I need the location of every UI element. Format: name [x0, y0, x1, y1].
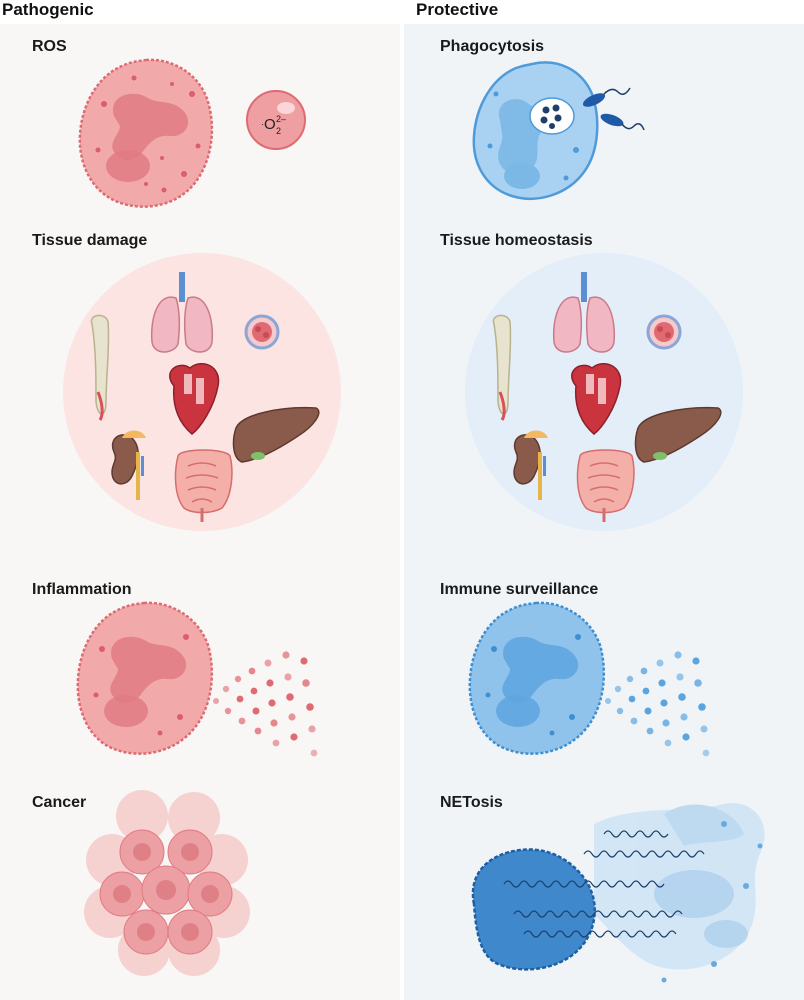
superoxide-icon: · O 2– 2 — [246, 90, 306, 150]
superoxide-dot: · — [261, 119, 264, 129]
bone-icon — [492, 314, 512, 421]
neutrophil-icon — [471, 848, 596, 971]
intestine-icon — [174, 449, 233, 522]
phagocytosis-label: Phagocytosis — [440, 38, 545, 55]
superoxide-main: O — [264, 116, 276, 133]
organ-circle-protective — [465, 253, 743, 531]
tissue-damage-label: Tissue damage — [32, 232, 148, 249]
neutrophil-icon — [78, 58, 214, 208]
heart-icon — [169, 363, 220, 435]
liver-icon — [232, 406, 320, 463]
net-strands-icon — [471, 803, 765, 983]
bone-icon — [90, 314, 110, 421]
inflammation-illustration — [76, 601, 318, 757]
inflammation-label: Inflammation — [32, 581, 132, 598]
protective-panel: Phagocytosis Tissue homeostasis Immune s… — [404, 24, 804, 1000]
tumor-cells-icon — [84, 790, 250, 976]
phagocytosis-illustration — [472, 61, 645, 200]
lung-icon — [150, 272, 214, 353]
immune-surveillance-illustration — [468, 601, 710, 757]
cytokine-dots — [605, 651, 710, 757]
immune-surveillance-label: Immune surveillance — [440, 581, 599, 598]
heart-icon — [571, 363, 622, 435]
pathogenic-panel: ROS Tissue damage Inflammation Cancer · … — [0, 24, 400, 1000]
netosis-label: NETosis — [440, 794, 503, 811]
protective-header: Protective — [416, 0, 499, 19]
lung-icon — [552, 272, 616, 353]
organ-circle-pathogenic — [63, 253, 341, 531]
liver-icon — [634, 406, 722, 463]
cytokine-dots — [213, 651, 318, 757]
ros-label: ROS — [32, 38, 67, 55]
blood-vessel-icon — [244, 314, 280, 350]
intestine-icon — [576, 449, 635, 522]
kidney-icon — [111, 430, 146, 500]
superoxide-sub: 2 — [276, 126, 281, 136]
cancer-label: Cancer — [32, 794, 87, 811]
blood-vessel-icon — [646, 314, 682, 350]
pathogenic-header: Pathogenic — [2, 0, 94, 19]
kidney-icon — [513, 430, 548, 500]
tissue-homeostasis-label: Tissue homeostasis — [440, 232, 593, 249]
superoxide-sup: 2– — [276, 114, 286, 124]
bacteria-icon — [582, 87, 645, 131]
